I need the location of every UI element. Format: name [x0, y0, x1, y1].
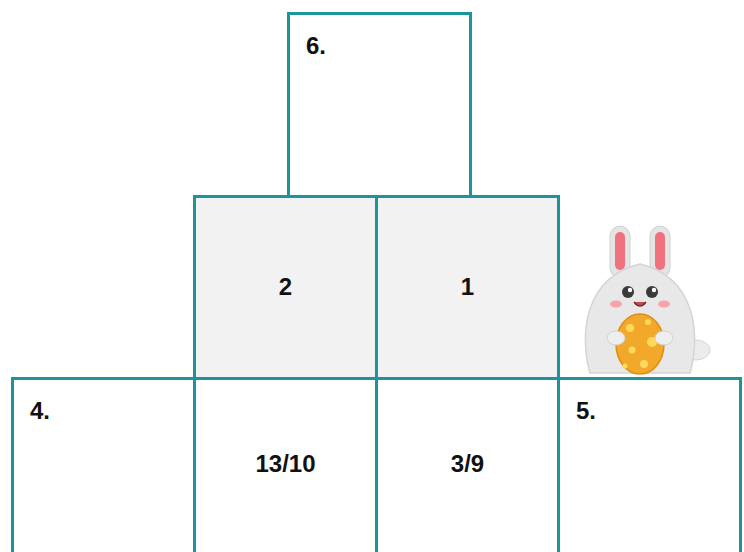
easter-egg [616, 314, 664, 374]
callout-number: 4. [30, 398, 50, 424]
box-value: 13/10 [255, 451, 315, 477]
bunny-paws [607, 331, 673, 345]
box-value: 2 [279, 274, 292, 300]
callout-number: 6. [306, 33, 326, 59]
bunny-illustration [572, 218, 718, 378]
pyramid-box: 6. [287, 12, 472, 198]
pyramid-box: 3/9 [375, 377, 560, 552]
bunny-face [610, 286, 670, 308]
box-value: 1 [461, 274, 474, 300]
pyramid-box: 1 [375, 195, 560, 380]
bunny-body [585, 264, 694, 373]
pyramid-box: 4. [11, 377, 196, 552]
pyramid-box: 5. [557, 377, 742, 552]
box-value: 3/9 [451, 451, 484, 477]
pyramid-box: 13/10 [193, 377, 378, 552]
callout-number: 5. [576, 398, 596, 424]
pyramid-box: 2 [193, 195, 378, 380]
